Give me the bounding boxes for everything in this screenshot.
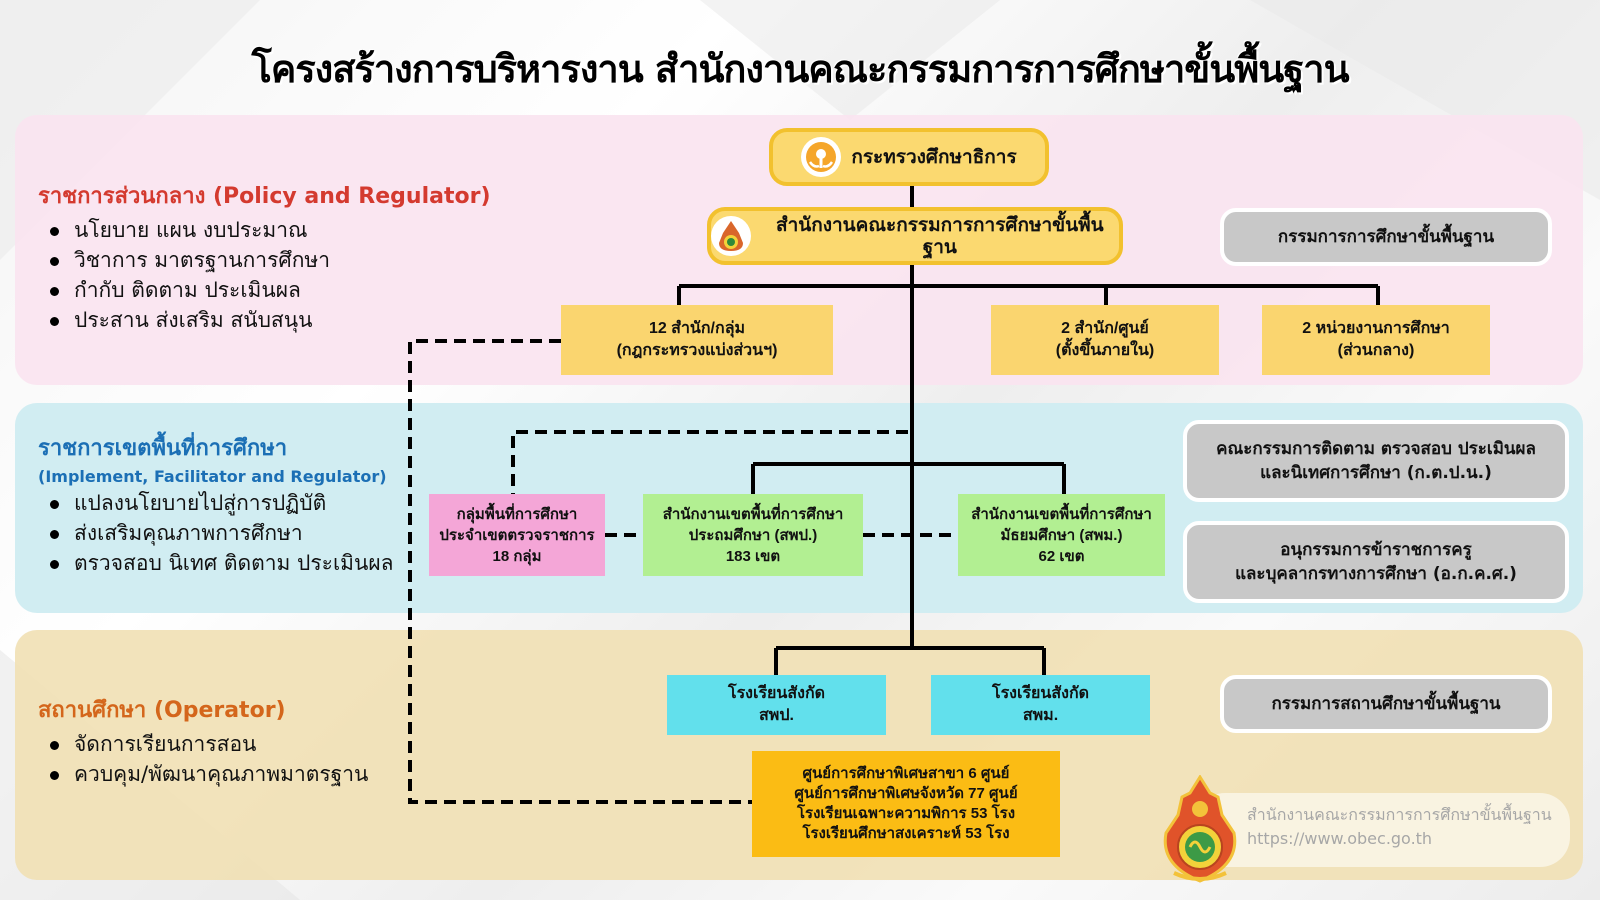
section-area: ราชการเขตพื้นที่การศึกษา (Implement, Fac… [38,430,394,578]
section-central-bullets: นโยบาย แผน งบประมาณ วิชาการ มาตรฐานการศึ… [50,215,491,335]
section-central-heading: ราชการส่วนกลาง (Policy and Regulator) [38,184,491,209]
node-2-bureaus-centers[interactable]: 2 สำนัก/ศูนย์ (ตั้งขึ้นภายใน) [991,305,1219,375]
node-secondary-schools[interactable]: โรงเรียนสังกัด สพม. [931,675,1150,735]
bullet-item: ตรวจสอบ นิเทศ ติดตาม ประเมินผล [50,548,394,578]
footer-info: สำนักงานคณะกรรมการการศึกษาขั้นพื้นฐาน ht… [1195,793,1570,867]
bullet-item: จัดการเรียนการสอน [50,729,368,759]
committee-label-line: และนิเทศการศึกษา (ก.ต.ป.น.) [1260,463,1492,483]
node-label-line: มัธยมศึกษา (สพม.) [1000,526,1123,544]
node-12-bureaus[interactable]: 12 สำนัก/กลุ่ม (กฎกระทรวงแบ่งส่วนฯ) [561,305,833,375]
node-label-line: 183 เขต [725,547,781,565]
node-label-line: 18 กลุ่ม [492,547,542,565]
committee-label-line: กรรมการการศึกษาขั้นพื้นฐาน [1277,227,1495,247]
node-label-line: (ตั้งขึ้นภายใน) [1055,342,1155,359]
node-label-line: กลุ่มพื้นที่การศึกษา [456,505,578,523]
node-label-line: (กฎกระทรวงแบ่งส่วนฯ) [616,342,778,359]
node-label-line: สำนักงานเขตพื้นที่การศึกษา [971,505,1152,523]
node-label-line: ศูนย์การศึกษาพิเศษจังหวัด 77 ศูนย์ [794,785,1018,802]
node-label-line: 2 หน่วยงานการศึกษา [1302,320,1450,337]
node-label-line: โรงเรียนสังกัด [991,685,1090,702]
committee-label-line: คณะกรรมการติดตาม ตรวจสอบ ประเมินผล [1216,439,1536,459]
node-label-line: สพป. [759,707,794,724]
committee-basic-education[interactable]: กรรมการการศึกษาขั้นพื้นฐาน [1220,208,1552,266]
node-label-line: 62 เขต [1038,547,1085,565]
node-label-line: โรงเรียนสังกัด [727,685,826,702]
node-label: กระทรวงศึกษาธิการ [851,146,1017,168]
bullet-item: นโยบาย แผน งบประมาณ [50,215,491,245]
bullet-item: ควบคุม/พัฒนาคุณภาพมาตรฐาน [50,759,368,789]
committee-school-board[interactable]: กรรมการสถานศึกษาขั้นพื้นฐาน [1220,675,1552,733]
section-school: สถานศึกษา (Operator) จัดการเรียนการสอน ค… [38,692,368,789]
node-label-line: (ส่วนกลาง) [1337,342,1415,359]
footer-org-name: สำนักงานคณะกรรมการการศึกษาขั้นพื้นฐาน [1247,805,1552,824]
node-label-line: 2 สำนัก/ศูนย์ [1061,320,1149,337]
bullet-item: วิชาการ มาตรฐานการศึกษา [50,245,491,275]
node-label-line: โรงเรียนศึกษาสงเคราะห์ 53 โรง [802,825,1010,842]
section-area-subheading: (Implement, Facilitator and Regulator) [38,467,387,486]
section-school-heading: สถานศึกษา (Operator) [38,698,286,723]
node-label: สำนักงานคณะกรรมการการศึกษาขั้นพื้นฐาน [775,214,1104,258]
node-area-groups[interactable]: กลุ่มพื้นที่การศึกษา ประจำเขตตรวจราชการ … [429,494,605,576]
node-label-line: ศูนย์การศึกษาพิเศษสาขา 6 ศูนย์ [802,765,1010,782]
section-school-bullets: จัดการเรียนการสอน ควบคุม/พัฒนาคุณภาพมาตร… [50,729,368,789]
node-label-line: ประจำเขตตรวจราชการ [439,526,595,544]
committee-label-line: และบุคลากรทางการศึกษา (อ.ก.ค.ศ.) [1235,564,1517,584]
node-label-line: ประถมศึกษา (สพป.) [688,526,818,544]
committee-monitoring[interactable]: คณะกรรมการติดตาม ตรวจสอบ ประเมินผล และนิ… [1183,420,1569,502]
obec-emblem-icon [711,216,751,256]
committee-teacher-personnel[interactable]: อนุกรรมการข้าราชการครู และบุคลากรทางการศ… [1183,521,1569,603]
committee-label-line: อนุกรรมการข้าราชการครู [1280,540,1472,560]
page-title: โครงสร้างการบริหารงาน สำนักงานคณะกรรมการ… [251,47,1349,91]
footer-url[interactable]: https://www.obec.go.th [1247,829,1433,848]
node-2-education-units[interactable]: 2 หน่วยงานการศึกษา (ส่วนกลาง) [1262,305,1490,375]
committee-label-line: กรรมการสถานศึกษาขั้นพื้นฐาน [1271,694,1501,714]
node-special-education[interactable]: ศูนย์การศึกษาพิเศษสาขา 6 ศูนย์ ศูนย์การศ… [752,751,1060,857]
node-label-line: สพม. [1022,707,1059,724]
node-primary-schools[interactable]: โรงเรียนสังกัด สพป. [667,675,886,735]
bullet-item: แปลงนโยบายไปสู่การปฏิบัติ [50,488,394,518]
section-area-bullets: แปลงนโยบายไปสู่การปฏิบัติ ส่งเสริมคุณภาพ… [50,488,394,578]
moe-emblem-icon [801,137,842,177]
node-secondary-area-offices[interactable]: สำนักงานเขตพื้นที่การศึกษา มัธยมศึกษา (ส… [958,494,1165,576]
node-label-line: สำนักงานเขตพื้นที่การศึกษา [662,505,844,523]
obec-logo-icon [1160,774,1240,889]
bullet-item: ประสาน ส่งเสริม สนับสนุน [50,305,491,335]
section-central: ราชการส่วนกลาง (Policy and Regulator) นโ… [38,178,491,335]
node-primary-area-offices[interactable]: สำนักงานเขตพื้นที่การศึกษา ประถมศึกษา (ส… [643,494,863,576]
section-area-heading: ราชการเขตพื้นที่การศึกษา [38,436,288,461]
node-label-line: 12 สำนัก/กลุ่ม [648,320,746,337]
node-label-line: โรงเรียนเฉพาะความพิการ 53 โรง [796,805,1016,822]
node-obec[interactable]: สำนักงานคณะกรรมการการศึกษาขั้นพื้นฐาน [707,207,1123,265]
bullet-item: ส่งเสริมคุณภาพการศึกษา [50,518,394,548]
bullet-item: กำกับ ติดตาม ประเมินผล [50,275,491,305]
node-ministry-of-education[interactable]: กระทรวงศึกษาธิการ [769,128,1049,186]
